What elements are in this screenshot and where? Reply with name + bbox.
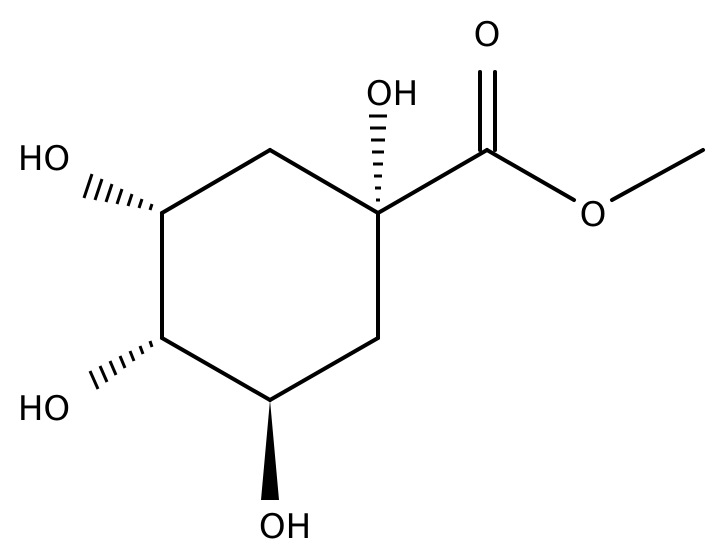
carboxyl-o-bond xyxy=(485,148,576,202)
atom-label-ho-lower-left: HO xyxy=(18,389,70,429)
c1-carboxyl-bond xyxy=(376,148,489,215)
atom-label-ho-upper-left: HO xyxy=(18,139,70,179)
hashed-wedge-c1-oh xyxy=(369,114,387,202)
atom-label-oh-bottom: OH xyxy=(259,507,311,547)
hashed-wedge-lower-left-ho xyxy=(88,340,154,390)
atom-label-ester-o: O xyxy=(580,195,607,235)
atom-label-carbonyl-o: O xyxy=(474,15,501,55)
o-methyl-bond xyxy=(610,148,705,202)
ring-bond-6 xyxy=(160,148,272,215)
ring-bond-1 xyxy=(268,148,380,215)
hashed-wedge-upper-left-ho xyxy=(82,173,154,211)
solid-wedge-bottom-oh xyxy=(261,400,279,500)
ring-bond-3 xyxy=(268,336,380,402)
atom-label-oh-top: OH xyxy=(366,74,418,114)
ring-bond-4 xyxy=(160,336,272,402)
